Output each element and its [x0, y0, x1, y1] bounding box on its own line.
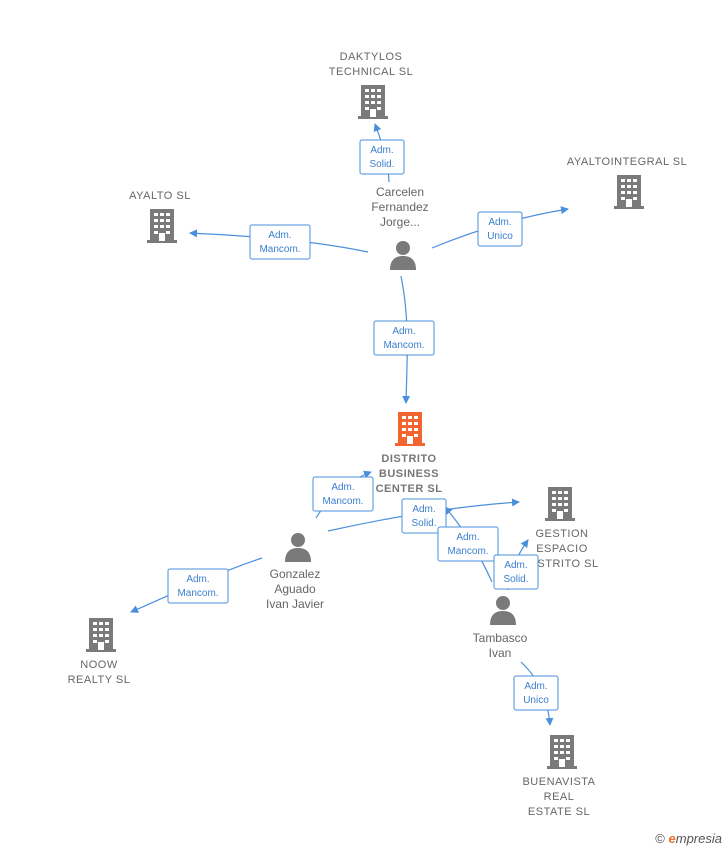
edge-label-gonzalez-gestion[interactable]: Adm. Solid.: [401, 498, 447, 534]
node-label-line: AYALTO SL: [129, 190, 191, 202]
edge-label-line: Adm.: [524, 681, 547, 692]
building-icon: [358, 85, 388, 119]
edge-label-line: Solid.: [411, 518, 436, 529]
building-icon: [86, 618, 116, 652]
node-label-line: Fernandez: [371, 200, 428, 214]
node-label-line: Ivan: [489, 646, 512, 660]
edge-label-tambasco-distrito[interactable]: Adm. Mancom.: [437, 526, 499, 562]
node-buenavista[interactable]: BUENAVISTA REAL ESTATE SL: [522, 735, 595, 818]
edge-label-line: Mancom.: [322, 496, 363, 507]
node-tambasco[interactable]: Tambasco Ivan: [473, 596, 528, 660]
node-label-line: Aguado: [274, 582, 316, 596]
node-label-line: CENTER SL: [376, 483, 443, 495]
node-label-line: NOOW: [80, 659, 118, 671]
edge-label-gonzalez-distrito[interactable]: Adm. Mancom.: [312, 476, 374, 512]
node-label-line: DISTRITO SL: [525, 558, 598, 570]
node-label-line: REALTY SL: [68, 674, 131, 686]
edge-label-line: Mancom.: [447, 546, 488, 557]
footer-credit: © empresia: [655, 831, 722, 846]
edge-label-carcelen-ayalto[interactable]: Adm. Mancom.: [249, 224, 311, 260]
edge-label-line: Solid.: [503, 574, 528, 585]
edge-label-carcelen-ayaltointegral[interactable]: Adm. Unico: [477, 211, 523, 247]
node-label-line: GESTION: [535, 528, 588, 540]
node-label-line: ESPACIO: [536, 543, 588, 555]
edge-label-line: Adm.: [412, 504, 435, 515]
edge-label-line: Adm.: [456, 532, 479, 543]
building-icon: [147, 209, 177, 243]
node-label-line: ESTATE SL: [528, 806, 590, 818]
brand-initial: e: [668, 831, 676, 846]
edge-label-tambasco-gestion[interactable]: Adm. Solid.: [493, 554, 539, 590]
edge-label-line: Unico: [487, 231, 513, 242]
brand-name: mpresia: [675, 831, 722, 846]
node-label-line: BUSINESS: [379, 468, 439, 480]
edge-label-line: Mancom.: [259, 244, 300, 255]
edge-label-carcelen-daktylos[interactable]: Adm. Solid.: [359, 139, 405, 175]
node-distrito[interactable]: DISTRITO BUSINESS CENTER SL: [376, 412, 443, 495]
edge-label-gonzalez-noow[interactable]: Adm. Mancom.: [167, 568, 229, 604]
node-label-line: BUENAVISTA: [522, 776, 595, 788]
node-label-line: Ivan Javier: [266, 597, 324, 611]
node-label-line: AYALTOINTEGRAL SL: [567, 156, 687, 168]
edge-label-line: Mancom.: [177, 588, 218, 599]
edge-label-carcelen-distrito[interactable]: Adm. Mancom.: [373, 320, 435, 356]
edge-label-line: Adm.: [268, 230, 291, 241]
building-icon: [545, 487, 575, 521]
node-gonzalez[interactable]: Gonzalez Aguado Ivan Javier: [266, 533, 324, 611]
edge-label-line: Solid.: [369, 159, 394, 170]
node-label-line: Gonzalez: [270, 567, 321, 581]
edge-label-line: Adm.: [488, 217, 511, 228]
edge-label-tambasco-buenavista[interactable]: Adm. Unico: [513, 675, 559, 711]
node-noow[interactable]: NOOW REALTY SL: [68, 618, 131, 686]
copyright-icon: ©: [655, 831, 665, 846]
edge-label-line: Adm.: [392, 326, 415, 337]
edge-label-line: Mancom.: [383, 340, 424, 351]
person-icon: [285, 533, 311, 562]
edge-label-line: Adm.: [370, 145, 393, 156]
node-label-line: DISTRITO: [381, 453, 436, 465]
node-label-line: Tambasco: [473, 631, 528, 645]
node-label-line: DAKTYLOS: [340, 51, 403, 63]
node-daktylos[interactable]: DAKTYLOS TECHNICAL SL: [329, 51, 413, 119]
node-ayalto[interactable]: AYALTO SL: [129, 190, 191, 243]
node-label-line: REAL: [544, 791, 575, 803]
edge-label-line: Adm.: [504, 560, 527, 571]
building-icon: [614, 175, 644, 209]
edge-label-line: Adm.: [186, 574, 209, 585]
edge-label-line: Adm.: [331, 482, 354, 493]
node-label-line: TECHNICAL SL: [329, 66, 413, 78]
building-icon: [395, 412, 425, 446]
edge-label-line: Unico: [523, 695, 549, 706]
person-icon: [390, 241, 416, 270]
node-gestion[interactable]: GESTION ESPACIO DISTRITO SL: [525, 487, 598, 570]
building-icon: [547, 735, 577, 769]
node-label-line: Carcelen: [376, 185, 424, 199]
node-ayaltointegral[interactable]: AYALTOINTEGRAL SL: [567, 156, 687, 209]
person-icon: [490, 596, 516, 625]
node-carcelen[interactable]: Carcelen Fernandez Jorge...: [371, 185, 429, 270]
node-label-line: Jorge...: [380, 215, 420, 229]
